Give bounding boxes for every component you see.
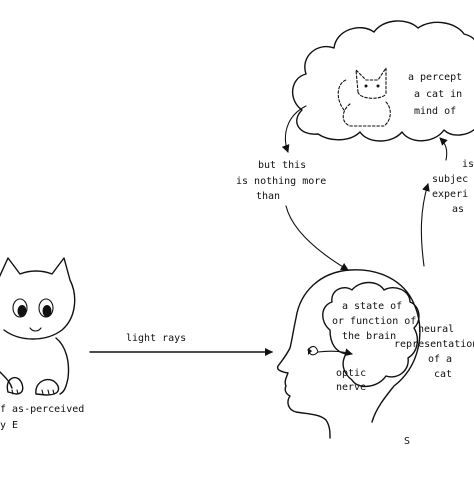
optic-nerve-line-2: nerve: [336, 382, 366, 393]
neural-rep-line-3: of a: [428, 354, 452, 365]
but-this-to-brain-arrow: [285, 205, 349, 271]
head-profile-icon: [276, 269, 421, 439]
percept-text-line-2: a cat in: [414, 89, 462, 100]
optic-nerve-arrow: [317, 348, 353, 357]
neural-rep-line-2: representation: [394, 339, 474, 350]
eye-icon: [307, 345, 319, 356]
subjective-line-4: as: [452, 204, 464, 215]
subjective-line-2: subjec: [432, 174, 468, 185]
thought-cloud-icon: [292, 20, 474, 142]
light-rays-label: light rays: [126, 333, 186, 344]
brain-state-line-1: a state of: [342, 301, 402, 312]
neural-rep-line-1: neural: [418, 324, 454, 335]
cat-caption-line-1: f as-perceived: [0, 404, 84, 415]
dashed-cat-icon: [337, 66, 391, 127]
cat-drawing-icon: [0, 257, 76, 396]
brain-state-line-3: the brain: [342, 331, 396, 342]
percept-text-line-3: mind of: [414, 106, 456, 117]
but-this-line-1: but this: [258, 160, 306, 171]
but-this-line-2: is nothing more: [236, 176, 326, 187]
brain-icon: [322, 281, 420, 387]
subjective-line-3: experi: [432, 189, 468, 200]
but-this-line-3: than: [256, 191, 280, 202]
percept-text-line-1: a percept: [408, 72, 462, 83]
optic-nerve-line-1: optic: [336, 368, 366, 379]
brain-state-line-2: or function of: [332, 316, 416, 327]
subject-caption: S: [404, 436, 410, 447]
cloud-to-but-this-arrow: [281, 105, 307, 153]
cat-caption-line-2: y E: [0, 420, 18, 431]
neural-rep-line-4: cat: [434, 369, 452, 380]
head-to-subjective-arrow: [420, 183, 430, 267]
subjective-line-1: is: [462, 159, 474, 170]
subjective-to-cloud-arrow: [439, 137, 448, 161]
